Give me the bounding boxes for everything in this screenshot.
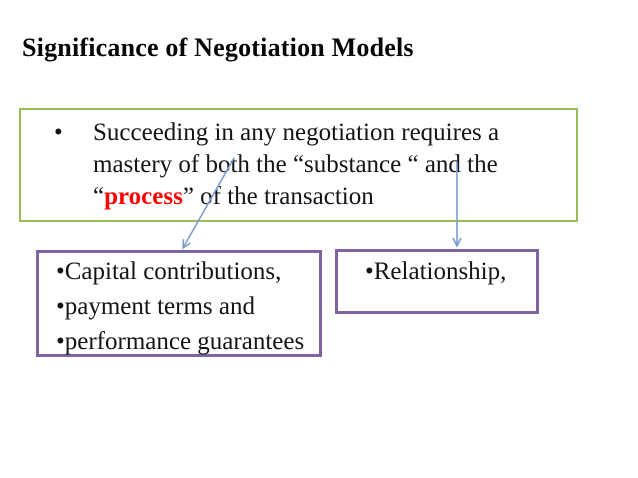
slide-title: Significance of Negotiation Models — [22, 33, 414, 62]
main-statement-line-3: “process” of the transaction — [93, 181, 499, 213]
substance-item-capital-contributions: •Capital contributions, — [56, 258, 282, 285]
quote-open: “ — [93, 183, 105, 210]
highlighted-word-process: process — [104, 183, 183, 210]
substance-item-payment-terms: •payment terms and — [56, 293, 255, 320]
line-3-remainder: ” of the transaction — [182, 183, 374, 210]
main-statement-line-1: Succeeding in any negotiation requires a — [93, 119, 500, 146]
main-statement-line-2: mastery of both the “substance “ and the — [93, 151, 498, 178]
main-statement-box: • Succeeding in any negotiation requires… — [19, 108, 578, 222]
substance-details-box: •Capital contributions, •payment terms a… — [36, 250, 322, 357]
substance-item-performance-guarantees: •performance guarantees — [56, 328, 305, 355]
process-item-relationship: •Relationship, — [365, 258, 507, 285]
process-details-box: •Relationship, — [335, 249, 539, 314]
main-statement-text: Succeeding in any negotiation requires a… — [93, 117, 499, 213]
bullet-marker: • — [54, 119, 63, 146]
